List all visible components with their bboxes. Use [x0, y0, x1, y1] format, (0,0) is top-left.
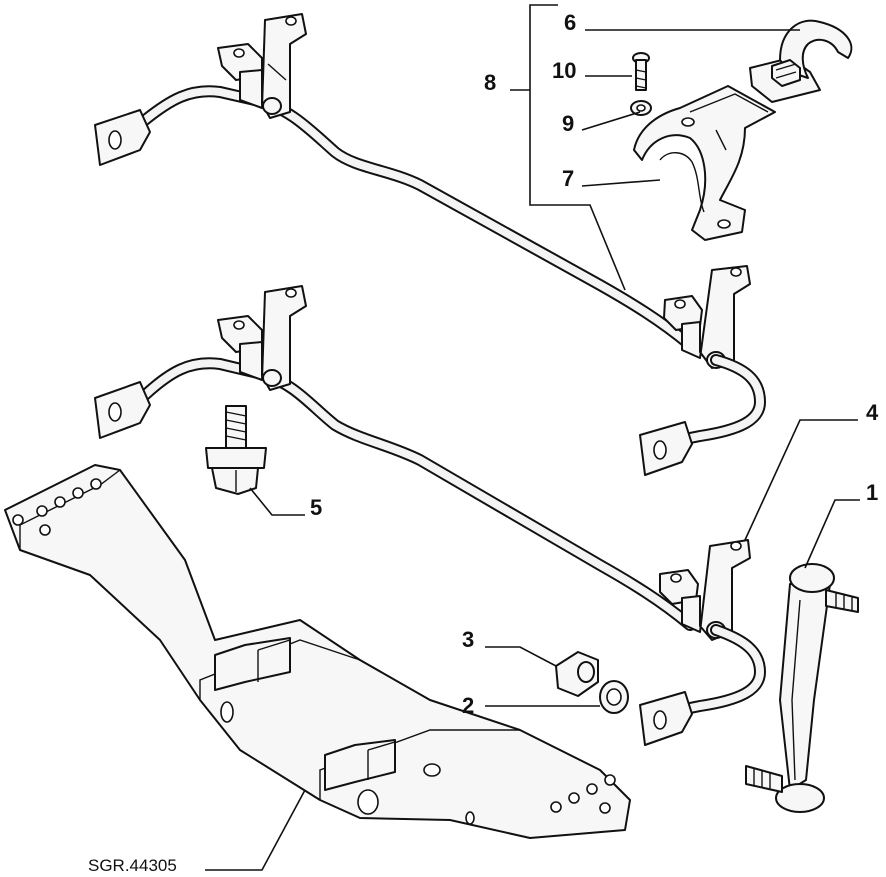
callout-3: 3 [462, 627, 474, 652]
washer-part-9 [630, 100, 652, 116]
callout-5: 5 [310, 495, 322, 520]
callout-8: 8 [484, 70, 496, 95]
link-rod-part-1 [745, 563, 859, 813]
crossmember [4, 464, 631, 839]
bolt-part-10 [632, 52, 650, 91]
bushing-clamp-part-6 [749, 19, 853, 103]
upper-stabilizer-bar [94, 13, 766, 476]
callout-6: 6 [564, 10, 576, 35]
bushing-part-7 [633, 85, 776, 241]
callout-4: 4 [866, 400, 879, 425]
washer-part-2 [599, 680, 629, 714]
callout-labels: 1 2 3 4 5 6 7 8 9 10 SGR.44305 [88, 10, 879, 875]
callout-7: 7 [562, 166, 574, 191]
callout-1: 1 [866, 480, 878, 505]
callout-9: 9 [562, 111, 574, 136]
nut-part-3 [555, 651, 599, 697]
callout-2: 2 [462, 693, 474, 718]
leader-lines [205, 4, 860, 871]
callout-10: 10 [552, 58, 576, 83]
figure-reference-code: SGR.44305 [88, 856, 177, 875]
bolt-part-5 [205, 405, 267, 495]
lower-stabilizer-bar [94, 285, 766, 746]
